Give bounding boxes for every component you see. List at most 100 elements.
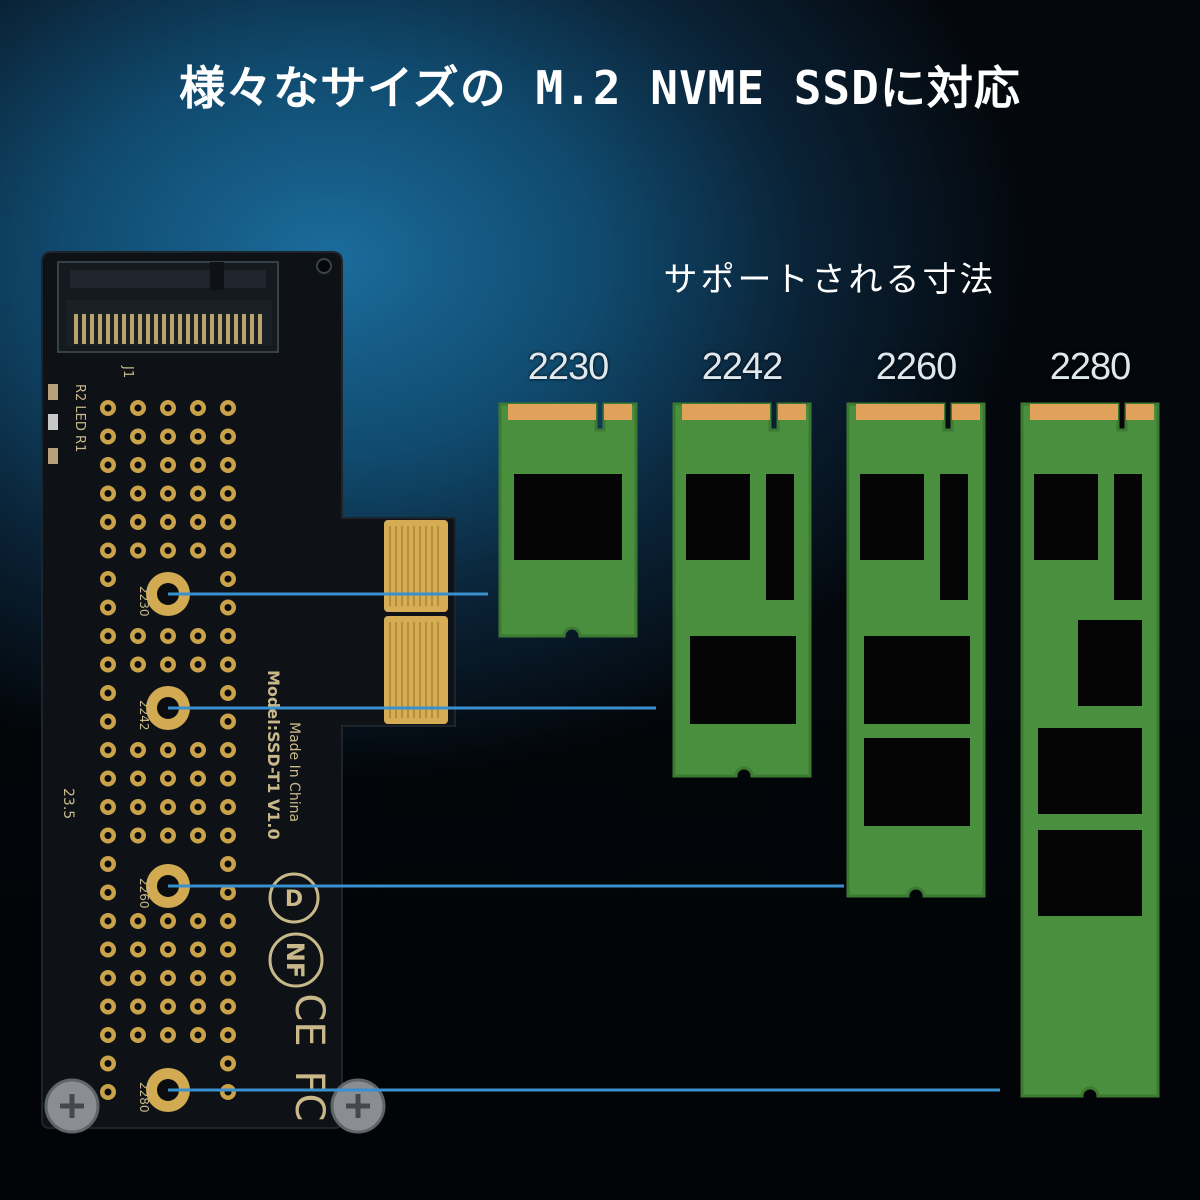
cert-ce-mark: CE [286,993,332,1046]
pad [100,457,116,473]
ssd-2260 [846,402,986,898]
pad [160,485,176,502]
pad [130,742,146,758]
pad [130,827,146,844]
connector-pin [194,314,198,344]
pad [130,485,146,502]
cert-nf-mark: NF [281,942,309,978]
pad [220,1084,236,1100]
connector-pin [114,314,118,344]
connector-pin [202,314,206,344]
pad [190,770,206,787]
pad [220,685,236,701]
pad [160,770,176,787]
pad [160,799,176,815]
pad [220,457,236,473]
pad [220,799,236,815]
connector-label: J1 [120,365,135,378]
connector-pin [218,314,222,344]
pad [160,514,176,530]
pad [130,970,146,986]
connector-pin [90,314,94,344]
cert-d-mark: D [285,887,303,912]
pad [220,1055,236,1072]
pad [220,913,236,929]
pad [100,998,116,1015]
pad [100,799,116,815]
pad [190,913,206,929]
pad [190,656,206,673]
pad [100,827,116,844]
pad [130,542,146,559]
pad [130,628,146,644]
pad [190,827,206,844]
pad [160,400,176,416]
pad [190,628,206,644]
pad [220,514,236,530]
connector-pin [130,314,134,344]
pad [190,485,206,502]
board-marking: 23.5 [60,788,76,819]
supported-sizes-heading: サポートされる寸法 [663,260,997,300]
pad [190,428,206,445]
pad [220,941,236,958]
pad [160,628,176,644]
pad [160,827,176,844]
pad [130,770,146,787]
led-block: R2 LED R1 [48,384,87,464]
connector-pin [122,314,126,344]
headline: 様々なサイズの M.2 NVME SSDに対応 [179,61,1021,115]
pad [190,1027,206,1043]
pad [220,599,236,616]
pad [100,770,116,787]
pad [160,941,176,958]
connector-pins [74,314,262,344]
pad [130,1027,146,1043]
connector-pin [186,314,190,344]
pad [130,656,146,673]
connector-pin [170,314,174,344]
pad [100,856,116,872]
pad [160,970,176,986]
pad [160,656,176,673]
pad [220,827,236,844]
pad [100,941,116,958]
connector-pin [154,314,158,344]
pad [220,542,236,559]
pad [160,1027,176,1043]
pad [190,457,206,473]
hole-label-2230: 2230 [137,586,151,617]
pad [100,542,116,559]
pad [220,1027,236,1043]
hole-label-2260: 2260 [137,878,151,909]
connector-pin [226,314,230,344]
cert-fc-mark: FC [286,1071,332,1122]
connector-pin [162,314,166,344]
pad [190,400,206,416]
pad [220,742,236,758]
pad [160,457,176,473]
ssd-2242 [672,402,812,778]
pad [220,656,236,673]
connector-pin [82,314,86,344]
connector-pin [258,314,262,344]
connector-pin [250,314,254,344]
pad [100,913,116,929]
pad [190,941,206,958]
m2-connector [57,261,279,353]
size-label-2260: 2260 [875,346,958,388]
pad [100,884,116,901]
connector-pin [146,314,150,344]
screw-left [44,1078,100,1134]
pad [220,884,236,901]
pad [130,400,146,416]
pad [100,1084,116,1100]
pcie-gold-fingers [384,520,448,724]
size-label-2242: 2242 [701,346,784,388]
leader-lines [168,592,1000,1092]
ssd-2280 [1020,402,1160,1098]
pad [100,571,116,587]
pad [160,998,176,1015]
pad [220,713,236,730]
pad [130,913,146,929]
